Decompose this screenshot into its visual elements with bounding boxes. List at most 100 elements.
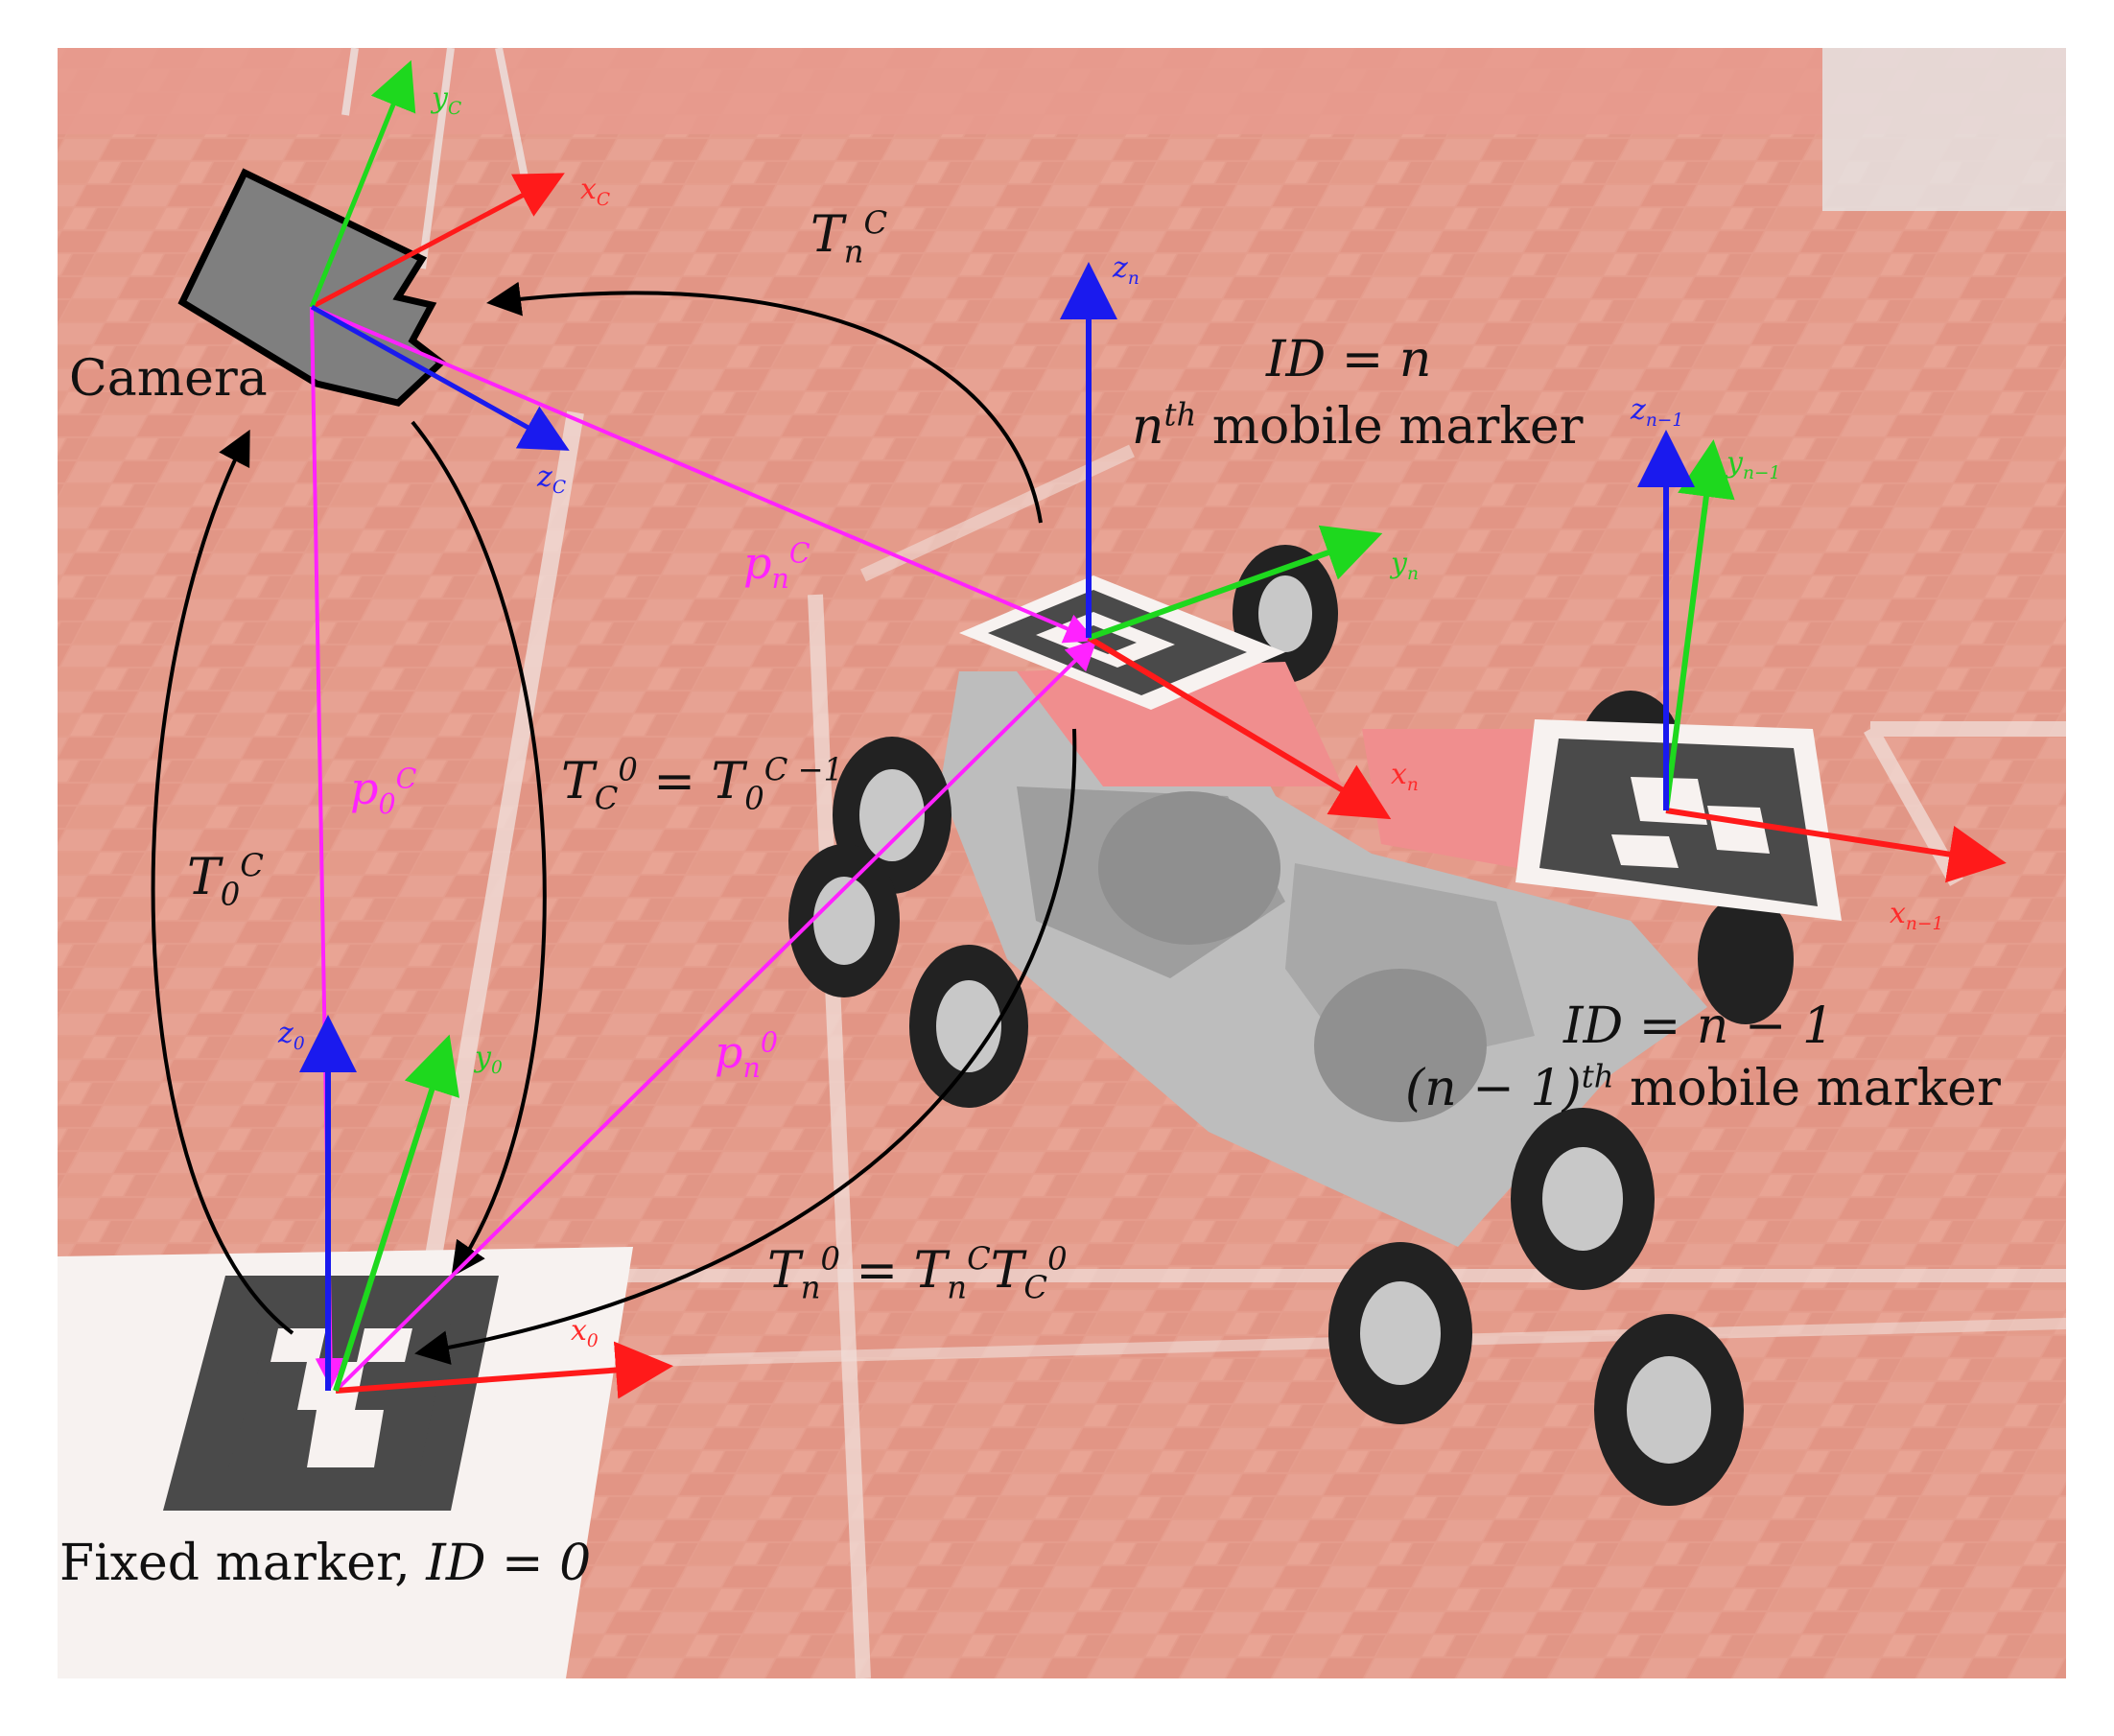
z-mobile-n-1-base: z (1631, 393, 1646, 427)
robot-rover (788, 545, 1794, 1506)
nth-sup: th (1163, 396, 1197, 434)
T-n-C-sup: C (863, 204, 888, 242)
y-camera-base: y (432, 82, 448, 115)
axes-mobile-n-1 (1637, 430, 2007, 883)
arc-T-0-C (151, 429, 294, 1335)
transform-arcs (151, 281, 1077, 1365)
label-p-n-C: pnC (743, 537, 810, 593)
label-x-mobile-n: xn (1391, 758, 1419, 794)
T-n-0-rhs1-sub: n (947, 1269, 968, 1306)
p-n-C-base: p (743, 537, 772, 589)
z-fixed-sub: 0 (293, 1034, 305, 1054)
axis-y-fixed (333, 1034, 459, 1392)
T-n-0-base: T (767, 1242, 801, 1300)
label-p-n-0: pn0 (715, 1026, 778, 1082)
label-x-mobile-n-1: xn−1 (1890, 897, 1943, 933)
axis-y-mobile-n (1087, 525, 1383, 641)
y-mobile-n-sub: n (1406, 564, 1419, 584)
label-p-0-C: p0C (350, 762, 417, 818)
p-0-C-base: p (350, 762, 379, 814)
x-mobile-n-1-sub: n−1 (1905, 914, 1944, 934)
T-n-0-rhs2: T (990, 1242, 1024, 1300)
p-n-0-base: p (715, 1026, 743, 1078)
label-T-0-C: T0C (187, 847, 264, 910)
label-z-mobile-n-1: zn−1 (1631, 393, 1683, 430)
x-camera-sub: C (596, 190, 611, 210)
T-C-0-rhs-sup: C −1 (763, 751, 844, 788)
x-mobile-n-sub: n (1406, 775, 1419, 795)
label-y-camera: yC (432, 82, 461, 118)
id-n-1-label: ID = n − 1 (1563, 997, 1835, 1055)
T-n-C-sub: n (843, 233, 864, 270)
T-n-0-rhs2-sub: C (1023, 1269, 1048, 1306)
T-C-0-sub: C (594, 780, 619, 817)
z-fixed-base: z (278, 1017, 294, 1050)
p-0-C-sub: 0 (378, 788, 396, 821)
axis-y-camera (309, 59, 416, 308)
T-0-C-sub: 0 (220, 876, 241, 913)
z-mobile-n-base: z (1113, 251, 1128, 285)
z-mobile-n-1-sub: n−1 (1645, 411, 1684, 431)
n1-prefix: (n − 1) (1405, 1060, 1582, 1117)
axis-x-mobile-n (1087, 635, 1392, 820)
T-n-0-rhs1-sup: C (967, 1240, 991, 1278)
x-mobile-n-1-base: x (1890, 897, 1906, 930)
arc-T-C-0 (411, 420, 547, 1278)
y-mobile-n-1-sub: n−1 (1742, 463, 1781, 483)
axes-camera (309, 59, 570, 451)
nth-mobile-text: mobile marker (1211, 398, 1584, 456)
label-z-camera: zC (537, 460, 566, 497)
axis-z-camera (310, 304, 570, 451)
axes-mobile-n (1060, 262, 1392, 820)
T-0-C-sup: C (240, 847, 264, 884)
T-C-0-sup: 0 (618, 751, 638, 788)
x-mobile-n-base: x (1391, 758, 1407, 791)
label-T-n-C: TnC (810, 204, 888, 268)
p-n-C-sup: C (788, 537, 810, 570)
z-camera-sub: C (552, 478, 567, 498)
T-n-0-sub: n (800, 1269, 821, 1306)
T-n-0-sup: 0 (820, 1240, 840, 1278)
label-z-mobile-n: zn (1113, 251, 1139, 288)
axis-x-mobile-n-1 (1665, 808, 2007, 883)
T-C-0-rhs: = T (653, 753, 745, 810)
label-y-mobile-n: yn (1391, 547, 1419, 583)
fixed-marker-text: Fixed marker, (59, 1535, 427, 1592)
p-n-0-sup: 0 (760, 1026, 778, 1059)
T-0-C-base: T (187, 849, 221, 906)
nth-n: n (1132, 398, 1164, 456)
p-n-C-sub: n (771, 563, 789, 596)
axes-fixed (299, 1015, 673, 1399)
label-T-n-0-eq: Tn0 = TnCTC0 (767, 1240, 1068, 1303)
id-n-label: ID = n (1266, 331, 1432, 388)
axis-y-mobile-n-1 (1663, 439, 1735, 811)
y-camera-sub: C (447, 99, 462, 119)
camera-label: Camera (69, 350, 268, 408)
fixed-marker-label: Fixed marker, ID = 0 (59, 1535, 591, 1592)
arc-T-n-0 (414, 728, 1077, 1365)
x-fixed-base: x (571, 1314, 587, 1348)
label-z-fixed: z0 (278, 1017, 305, 1053)
y-fixed-sub: 0 (490, 1058, 503, 1078)
label-x-camera: xC (580, 173, 610, 209)
axis-x-camera (310, 173, 565, 310)
x-camera-base: x (580, 173, 597, 206)
T-n-C-base: T (810, 206, 844, 264)
y-fixed-base: y (475, 1041, 491, 1074)
z-camera-base: z (537, 460, 552, 494)
n1-sup: th (1581, 1058, 1614, 1095)
p-n-0-sub: n (742, 1052, 761, 1085)
label-y-mobile-n-1: yn−1 (1726, 446, 1781, 483)
n-1-mobile-marker-label: (n − 1)th mobile marker (1405, 1060, 2001, 1117)
mobile-marker-n-1 (1515, 719, 1842, 921)
y-mobile-n-1-base: y (1726, 446, 1743, 480)
p-0-C-sup: C (395, 762, 417, 795)
label-x-fixed: x0 (571, 1314, 599, 1351)
x-fixed-sub: 0 (586, 1331, 599, 1351)
arc-T-n-C (486, 281, 1043, 524)
label-y-fixed: y0 (475, 1041, 503, 1077)
vector-p-n-0 (334, 639, 1097, 1393)
T-n-0-rhs2-sup: 0 (1047, 1240, 1068, 1278)
